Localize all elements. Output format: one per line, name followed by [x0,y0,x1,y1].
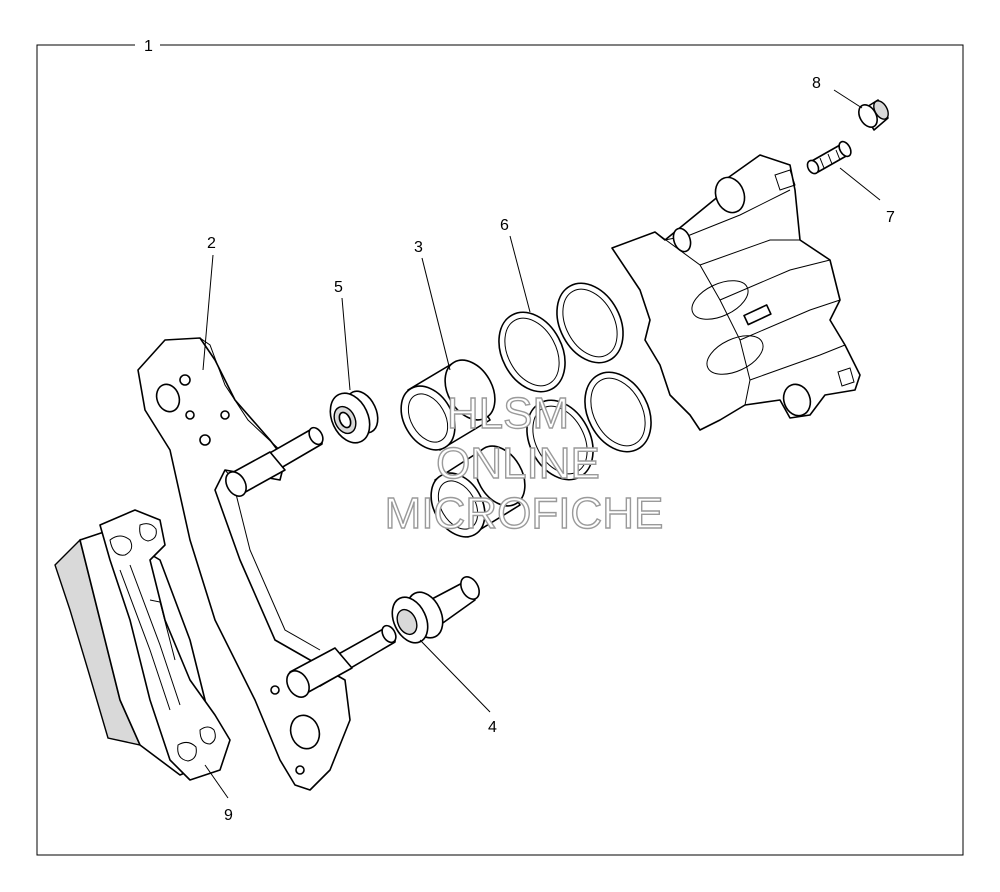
watermark-line-1: HLSM [447,389,569,438]
leader-8 [833,89,863,109]
leader-3 [421,257,451,371]
seal-ring-3[interactable] [514,389,606,491]
watermark-line-3: MICROFICHE [385,489,664,538]
piston-upper[interactable] [390,351,505,459]
brake-pad-assembly[interactable] [54,509,231,781]
diagram-frame [36,44,964,856]
callout-2: 2 [207,235,216,252]
watermark-line-2: ONLINE [436,439,600,488]
leader-9 [204,764,229,799]
bleeder-screw[interactable] [805,140,853,176]
leader-6 [509,235,531,313]
piston-lower[interactable] [420,437,535,546]
callout-1: 1 [144,38,153,55]
leader-4 [419,639,491,713]
callout-8: 8 [812,75,821,92]
lower-guide-pin[interactable] [282,623,398,701]
callout-5: 5 [334,279,343,296]
seal-ring-2[interactable] [544,272,636,374]
upper-bushing[interactable] [323,386,384,449]
callout-7: 7 [886,209,895,226]
watermark: HLSM ONLINE MICROFICHE [384,388,664,538]
seal-ring-1[interactable] [486,301,578,403]
lower-bushing[interactable] [385,574,483,649]
callout-3: 3 [414,239,423,256]
caliper-body[interactable] [611,154,861,431]
seal-ring-4[interactable] [572,361,664,463]
callout-4: 4 [488,719,497,736]
leader-5 [341,297,351,391]
callout-6: 6 [500,217,509,234]
upper-guide-pin[interactable] [222,425,326,500]
bleeder-cap[interactable] [855,98,891,131]
leader-7 [839,167,881,201]
leader-2 [202,254,214,371]
callout-9: 9 [224,807,233,824]
